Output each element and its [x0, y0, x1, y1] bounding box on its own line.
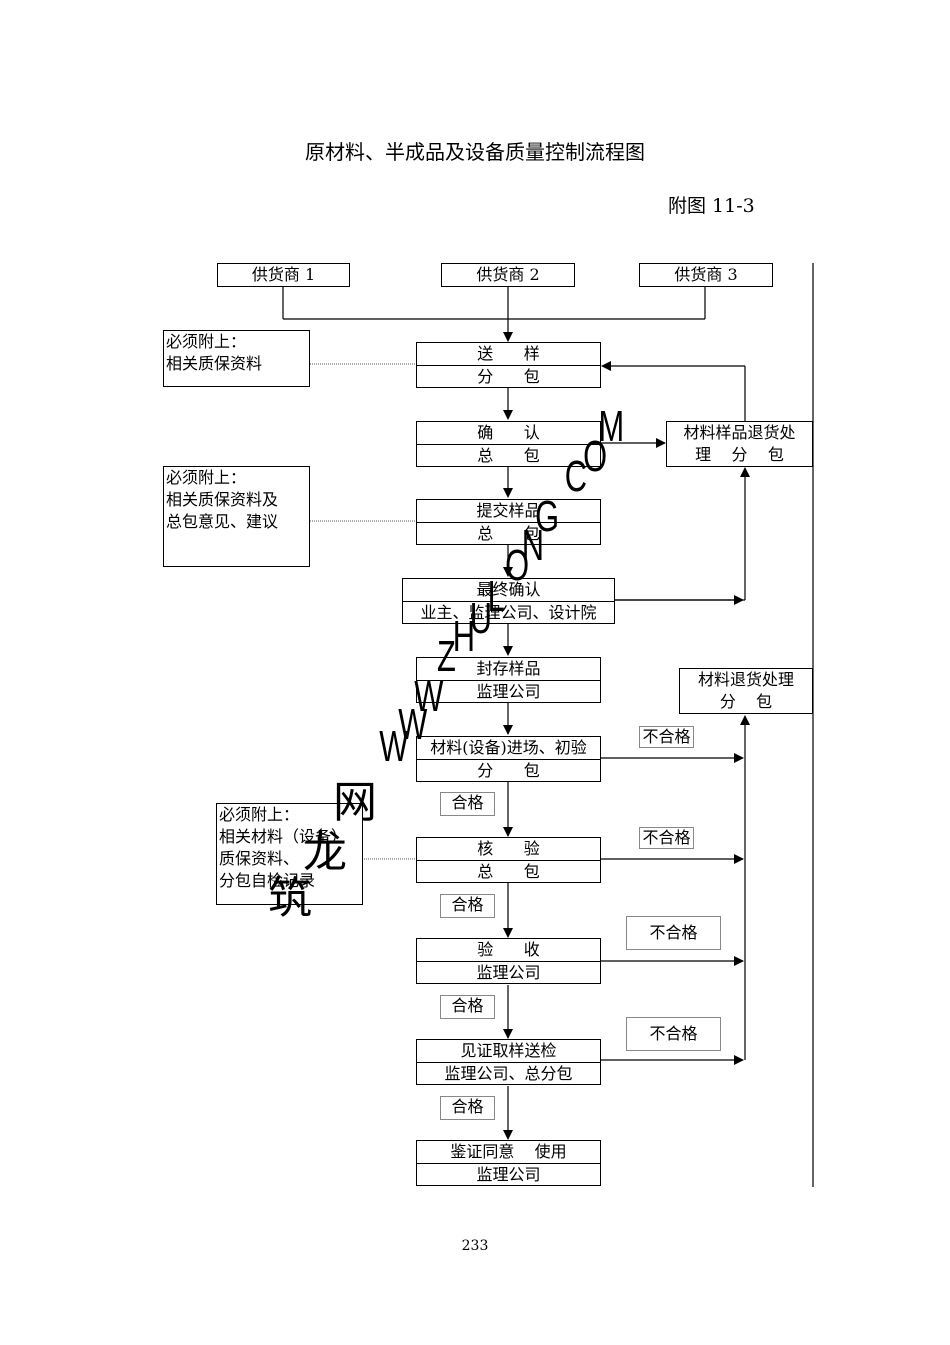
- step-confirm: 确 认 总 包: [416, 421, 601, 467]
- page-number: 233: [461, 1238, 489, 1254]
- watermark-letter: C: [564, 452, 588, 501]
- watermark-char: 网: [333, 778, 377, 827]
- step-party: 监理公司: [476, 682, 541, 701]
- note-line: 必须附上：: [219, 805, 300, 824]
- note-line: 必须附上：: [166, 332, 247, 351]
- watermark-letter: W: [398, 700, 428, 749]
- step-acceptance: 验 收 监理公司: [416, 938, 601, 984]
- step-party: 监理公司: [476, 1165, 541, 1184]
- fail-tag: 不合格: [639, 726, 694, 748]
- step-action: 核 验: [417, 838, 600, 861]
- note-line: 质保资料、: [219, 849, 300, 868]
- watermark-char: 龙: [303, 828, 347, 877]
- step-arrival-inspection: 材料(设备)进场、初验 分 包: [416, 736, 601, 782]
- return-material-line2: 分 包: [719, 692, 773, 711]
- watermark-letter: H: [452, 612, 476, 661]
- note-line: 相关材料（设备）: [219, 827, 348, 846]
- note-line: 相关质保资料及: [166, 490, 279, 509]
- pass-tag: 合格: [440, 894, 495, 918]
- step-party: 总 包: [477, 446, 540, 465]
- note-required-docs-2: 必须附上： 相关质保资料及 总包意见、建议: [163, 466, 310, 567]
- step-party: 总 包: [477, 862, 540, 881]
- supplier-3-box: 供货商 3: [639, 263, 773, 287]
- step-witness-sampling: 见证取样送检 监理公司、总分包: [416, 1039, 601, 1085]
- step-verification: 核 验 总 包: [416, 837, 601, 883]
- step-approval-use: 鉴证同意 使用 监理公司: [416, 1140, 601, 1186]
- step-send-sample: 送 样 分 包: [416, 342, 601, 388]
- step-action: 封存样品: [417, 658, 600, 681]
- fail-tag: 不合格: [626, 1017, 721, 1051]
- note-required-docs-3: 必须附上： 相关材料（设备） 质保资料、 分包自检记录: [216, 803, 363, 905]
- fail-tag: 不合格: [639, 827, 694, 849]
- return-sample-line1: 材料样品退货处: [683, 423, 796, 442]
- note-required-docs-1: 必须附上： 相关质保资料: [163, 330, 310, 387]
- watermark-letter: Z: [437, 632, 456, 681]
- figure-number: 附图 11-3: [668, 195, 755, 217]
- step-party: 总 包: [477, 524, 540, 543]
- supplier-2-box: 供货商 2: [441, 263, 575, 287]
- step-action: 提交样品: [417, 500, 600, 523]
- return-sample-line2: 理 分 包: [695, 445, 784, 464]
- pass-tag: 合格: [440, 995, 495, 1019]
- step-party: 监理公司、总分包: [444, 1064, 573, 1083]
- watermark-letter: W: [379, 722, 409, 771]
- step-action: 最终确认: [403, 579, 614, 602]
- note-line: 相关质保资料: [166, 354, 263, 373]
- return-sample-box: 材料样品退货处 理 分 包: [666, 421, 813, 467]
- watermark-letter: N: [521, 521, 545, 570]
- step-action: 见证取样送检: [417, 1040, 600, 1063]
- note-line: 分包自检记录: [219, 871, 316, 890]
- step-action: 送 样: [417, 343, 600, 366]
- step-submit-sample: 提交样品 总 包: [416, 499, 601, 545]
- step-action: 鉴证同意 使用: [417, 1141, 600, 1164]
- supplier-1-box: 供货商 1: [217, 263, 350, 287]
- step-seal-sample: 封存样品 监理公司: [416, 657, 601, 703]
- watermark-letter: W: [414, 672, 444, 721]
- return-material-line1: 材料退货处理: [697, 670, 794, 689]
- return-material-box: 材料退货处理 分 包: [679, 668, 813, 714]
- step-action: 验 收: [417, 939, 600, 962]
- note-line: 必须附上：: [166, 468, 247, 487]
- pass-tag: 合格: [440, 792, 495, 816]
- step-action: 材料(设备)进场、初验: [417, 737, 600, 760]
- watermark-letter: L: [487, 572, 505, 621]
- watermark-letter: O: [505, 541, 530, 590]
- watermark-letter: O: [583, 432, 608, 481]
- step-party: 监理公司: [476, 963, 541, 982]
- step-party: 分 包: [477, 367, 540, 386]
- step-final-confirm: 最终确认 业主、监理公司、设计院: [402, 578, 615, 624]
- step-party: 分 包: [477, 761, 540, 780]
- step-action: 确 认: [417, 422, 600, 445]
- fail-tag: 不合格: [626, 916, 721, 950]
- pass-tag: 合格: [440, 1096, 495, 1120]
- watermark-letter: M: [598, 402, 625, 451]
- watermark-letter: U: [469, 594, 493, 643]
- watermark-char: 筑: [268, 874, 312, 923]
- step-party: 业主、监理公司、设计院: [420, 603, 597, 622]
- note-line: 总包意见、建议: [166, 512, 279, 531]
- watermark-letter: G: [535, 492, 560, 541]
- page-title: 原材料、半成品及设备质量控制流程图: [305, 140, 645, 164]
